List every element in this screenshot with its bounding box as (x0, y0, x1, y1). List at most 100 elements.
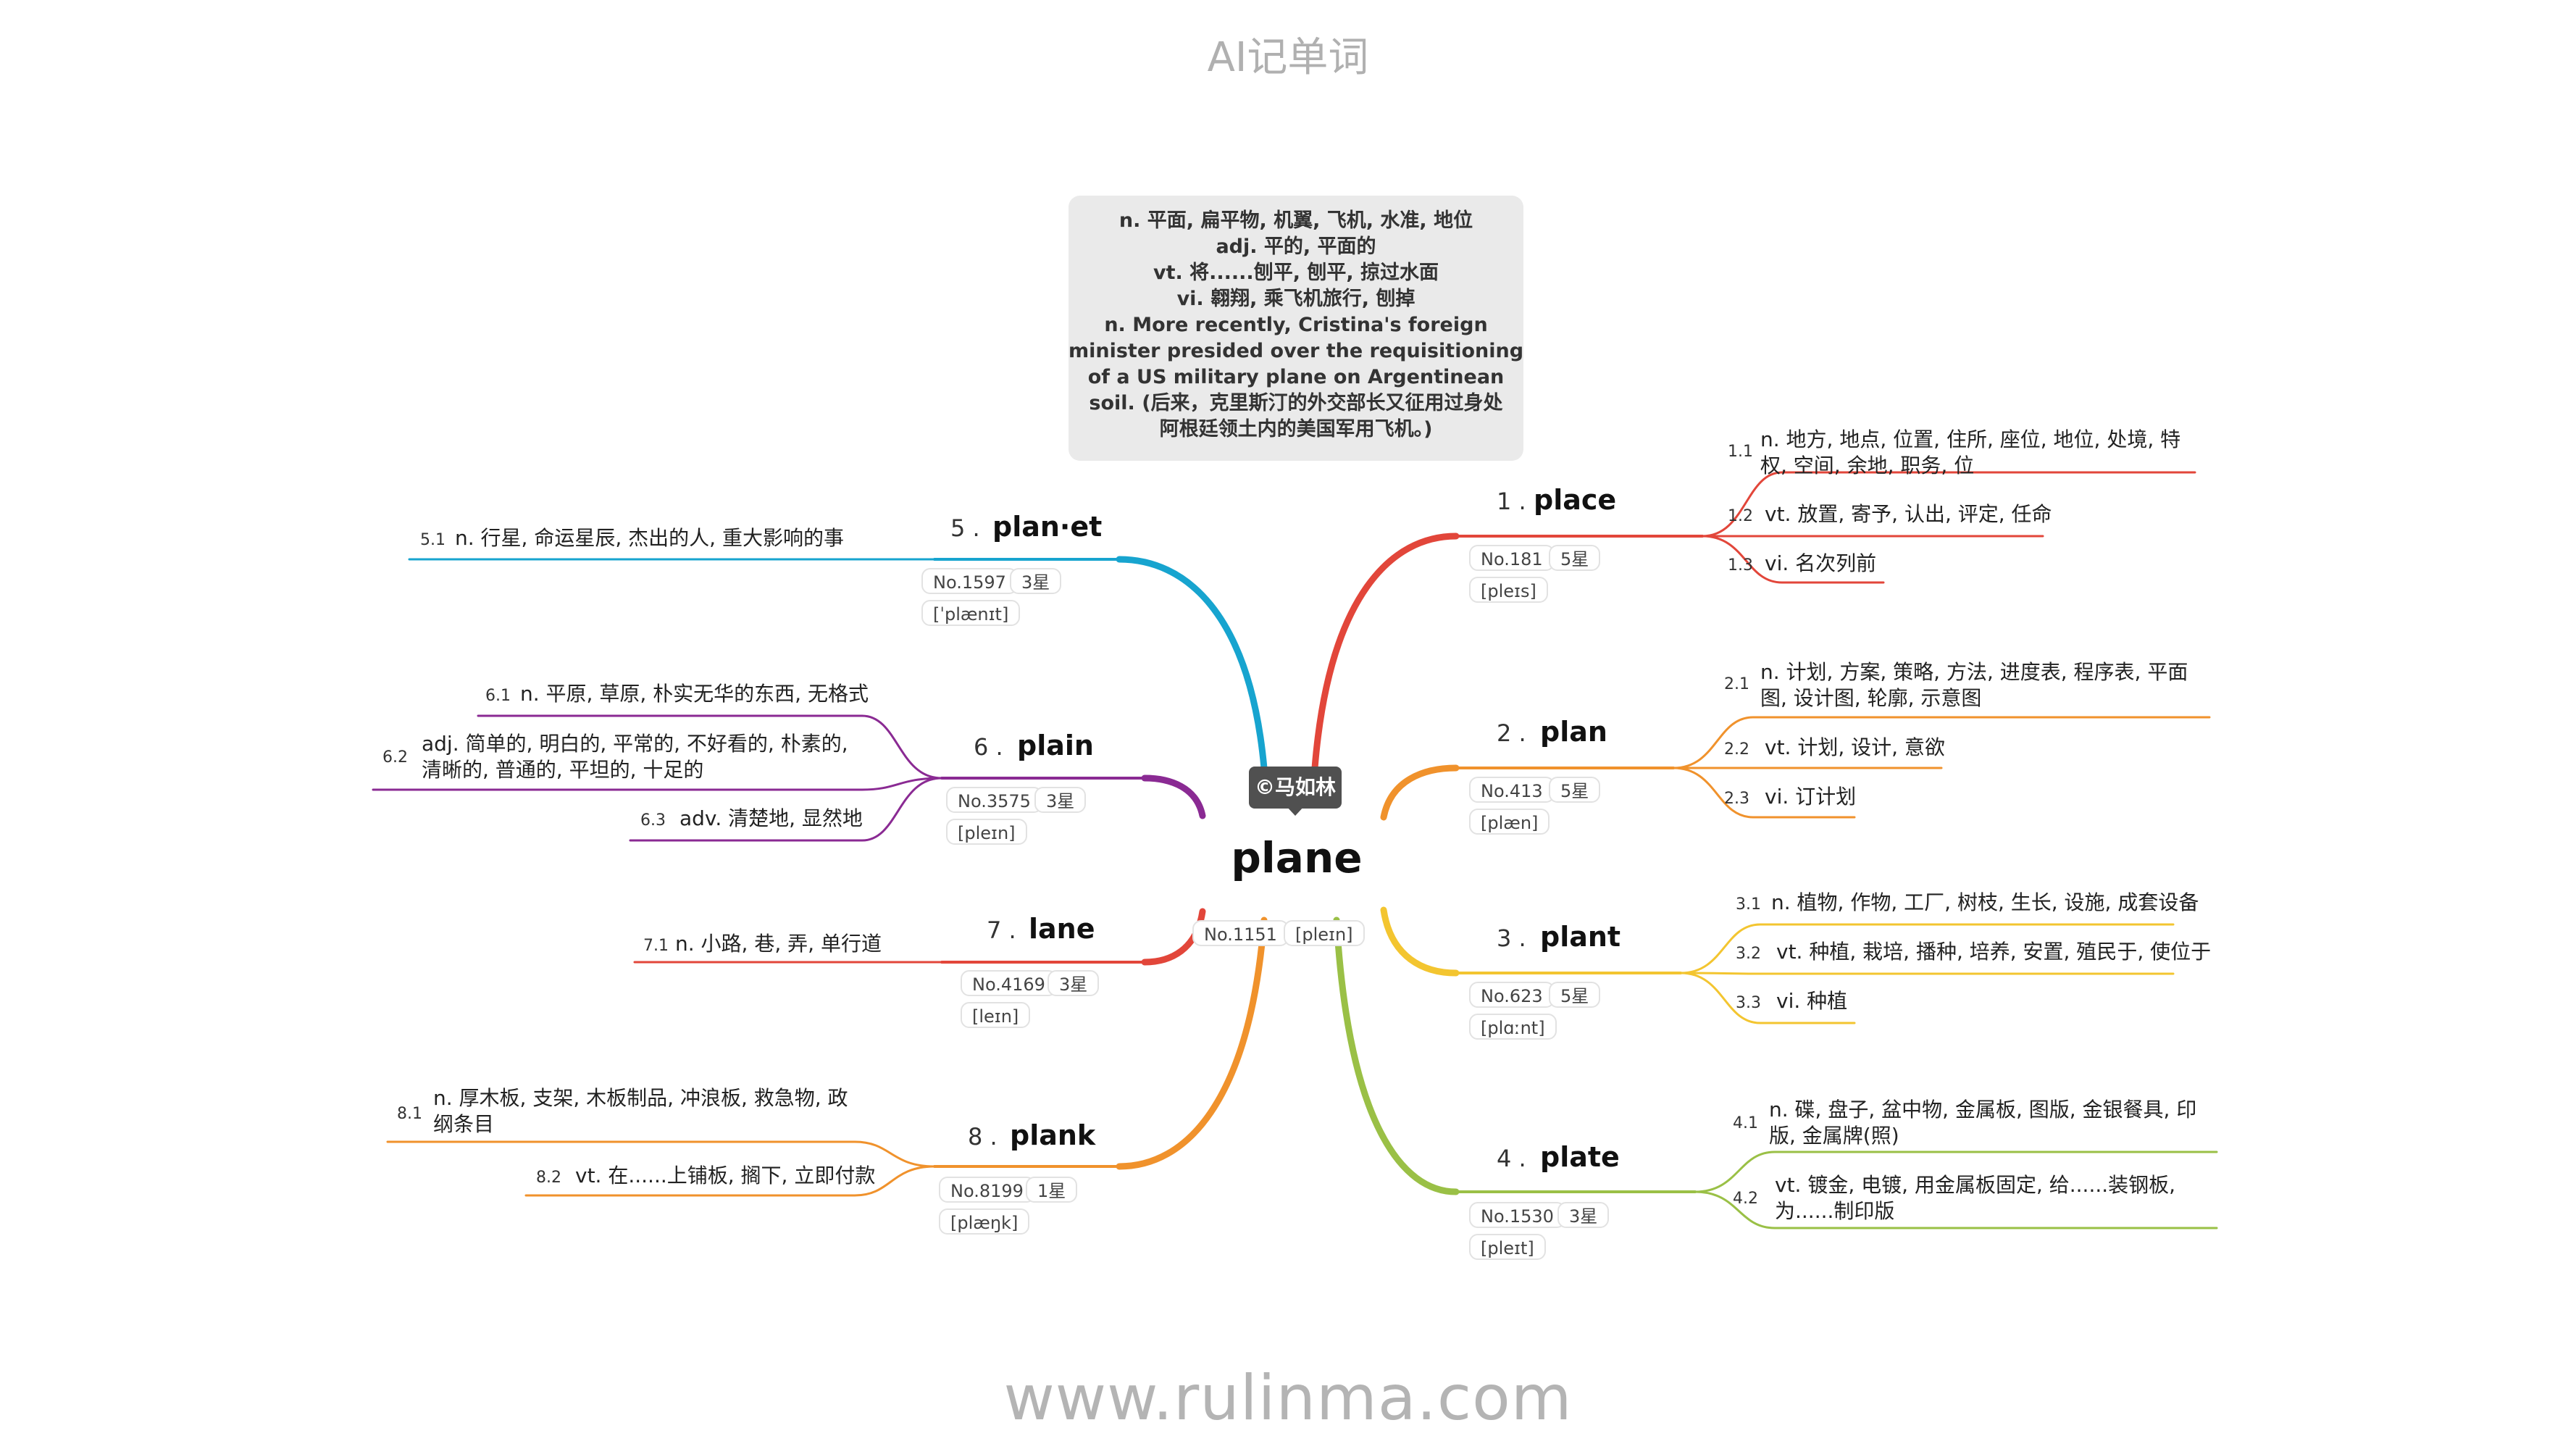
definition-box (1069, 196, 1523, 461)
branch-number: 1 . (1497, 488, 1526, 515)
sub-definition: vt. 计划, 设计, 意欲 (1765, 735, 1945, 759)
branch-number: 3 . (1497, 924, 1526, 952)
sub-definition: n. 行星, 命运星辰, 杰出的人, 重大影响的事 (455, 526, 844, 550)
branch-connector (1116, 556, 1268, 772)
branch-word: plank (1010, 1119, 1096, 1151)
branch-phonetic-badge: [ˈplænɪt] (921, 600, 1021, 626)
app-title: AI记单词 (1207, 34, 1369, 81)
branch-number: 4 . (1497, 1145, 1526, 1172)
center-phonetic-badge: [pleɪn] (1284, 920, 1365, 946)
sub-connector (1701, 471, 2196, 538)
sub-definition: vt. 种植, 栽培, 播种, 培养, 安置, 殖民于, 使位于 (1776, 940, 2212, 964)
sub-connector (386, 1140, 936, 1168)
branch-word: plain (1017, 730, 1094, 761)
branch-number: 7 . (987, 916, 1016, 944)
branch-word: plan·et (992, 511, 1103, 543)
sub-connector (1694, 1190, 2218, 1229)
example-line: 阿根廷领土内的美国军用飞机。) (1159, 418, 1433, 440)
sub-number: 7.1 (643, 937, 669, 955)
branch-star-badge: 3星 (1557, 1202, 1610, 1228)
definition-line: vt. 将......刨平, 刨平, 掠过水面 (1153, 262, 1439, 284)
branch-phonetic-badge: [pleɪn] (946, 819, 1027, 845)
sub-number: 8.1 (397, 1105, 422, 1123)
sub-connector (1701, 535, 1885, 584)
sub-number: 3.1 (1736, 895, 1761, 914)
sub-connector (1679, 923, 2175, 974)
branch-connector (1380, 906, 1460, 977)
branch-phonetic-badge: [pleɪt] (1469, 1234, 1546, 1260)
branch-connector (1380, 764, 1460, 821)
example-line: soil. (后来，克里斯汀的外交部长又征用过身处 (1089, 392, 1503, 414)
sub-connector (1672, 716, 2211, 769)
sub-connector (1679, 972, 2175, 975)
branch-connector (1333, 916, 1460, 1195)
sub-definition: n. 碟, 盘子, 盆中物, 金属板, 图版, 金银餐具, 印版, 金属牌(照) (1769, 1098, 2197, 1148)
sub-definition: vi. 名次列前 (1765, 551, 1877, 575)
sub-definition: n. 厚木板, 支架, 木板制品, 冲浪板, 救急物, 政纲条目 (433, 1086, 848, 1136)
sub-definition: vi. 种植 (1776, 989, 1848, 1013)
sub-number: 1.1 (1728, 443, 1753, 461)
branch-star-badge: 3星 (1047, 970, 1100, 996)
sub-number: 6.3 (640, 811, 666, 830)
callout-pointer (1286, 806, 1305, 816)
branch-number-badge: No.1530 (1469, 1202, 1565, 1228)
branch-number-badge: No.1597 (921, 568, 1018, 594)
sub-connector (1672, 767, 1856, 819)
center-word: plane (1231, 833, 1363, 882)
sub-number: 6.1 (485, 687, 511, 705)
sub-definition: vt. 镀金, 电镀, 用金属板固定, 给......装钢板, 为......制… (1775, 1173, 2176, 1223)
definition-line: vi. 翱翔, 乘飞机旅行, 刨掉 (1176, 288, 1415, 310)
site-url: www.rulinma.com (1003, 1362, 1573, 1435)
branch-number-badge: No.8199 (939, 1177, 1035, 1203)
sub-number: 5.1 (420, 531, 446, 549)
branch-phonetic-badge: [plæn] (1469, 809, 1550, 835)
example-line: n. More recently, Cristina's foreign (1104, 314, 1488, 336)
branch-star-badge: 3星 (1034, 787, 1087, 813)
branch-number: 8 . (968, 1123, 998, 1151)
branch-star-badge: 3星 (1010, 568, 1062, 594)
branch-word: lane (1029, 913, 1095, 945)
definition-line: n. 平面, 扁平物, 机翼, 飞机, 水准, 地位 (1118, 209, 1473, 232)
sub-connector (1679, 972, 1856, 1024)
sub-definition: adv. 清楚地, 显然地 (679, 806, 863, 830)
example-line: of a US military plane on Argentinean (1087, 366, 1505, 388)
copyright-callout: ©马如林 (1249, 767, 1342, 809)
sub-connector (477, 714, 943, 780)
sub-definition: n. 植物, 作物, 工厂, 树枝, 生长, 设施, 成套设备 (1771, 890, 2199, 914)
branch-number: 5 . (950, 514, 980, 542)
definition-line: adj. 平的, 平面的 (1216, 235, 1376, 258)
sub-definition: n. 计划, 方案, 策略, 方法, 进度表, 程序表, 平面图, 设计图, 轮… (1760, 660, 2188, 710)
center-number-badge: No.1151 (1192, 920, 1289, 946)
sub-number: 4.1 (1733, 1114, 1758, 1132)
branch-word: plate (1540, 1141, 1620, 1173)
branch-number: 2 . (1497, 719, 1526, 747)
sub-number: 3.2 (1736, 945, 1761, 963)
sub-connector (524, 1165, 936, 1197)
sub-definition: adj. 简单的, 明白的, 平常的, 不好看的, 朴素的, 清晰的, 普通的,… (422, 732, 848, 782)
branch-word: plan (1540, 716, 1607, 748)
sub-number: 2.1 (1724, 675, 1749, 693)
branch-number-badge: No.4169 (961, 970, 1057, 996)
sub-connector (372, 777, 943, 791)
branch-number-badge: No.413 (1469, 777, 1555, 803)
sub-number: 8.2 (536, 1169, 561, 1187)
branch-word: place (1534, 484, 1617, 516)
sub-number: 2.2 (1724, 740, 1749, 759)
branch-number-badge: No.3575 (946, 787, 1042, 813)
branch-star-badge: 5星 (1549, 777, 1601, 803)
branch-number-badge: No.623 (1469, 982, 1555, 1008)
sub-definition: vi. 订计划 (1765, 785, 1857, 809)
sub-definition: vt. 放置, 寄予, 认出, 评定, 任命 (1765, 502, 2052, 526)
branch-star-badge: 5星 (1549, 545, 1601, 571)
sub-definition: vt. 在......上铺板, 搁下, 立即付款 (575, 1164, 876, 1187)
sub-definition: n. 平原, 草原, 朴实无华的东西, 无格式 (520, 682, 869, 706)
sub-number: 2.3 (1724, 790, 1749, 808)
branch-word: plant (1540, 921, 1621, 953)
sub-definition: n. 小路, 巷, 弄, 单行道 (675, 932, 882, 956)
branch-connector (1311, 533, 1460, 772)
sub-definition: n. 地方, 地点, 位置, 住所, 座位, 地位, 处境, 特权, 空间, 余… (1760, 427, 2181, 477)
branch-phonetic-badge: [plɑːnt] (1469, 1014, 1557, 1040)
branch-phonetic-badge: [pleɪs] (1469, 577, 1548, 603)
sub-number: 4.2 (1733, 1190, 1758, 1208)
